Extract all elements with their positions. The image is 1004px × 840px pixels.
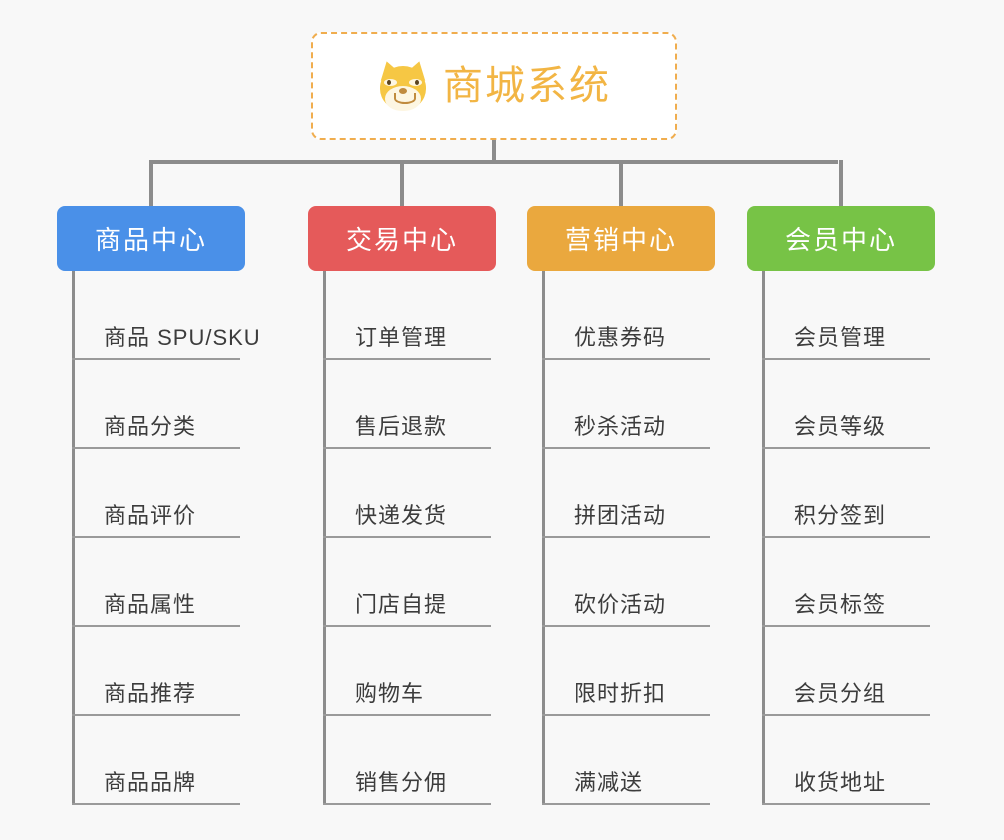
connector-drop-1 <box>149 160 153 208</box>
root-node[interactable]: 商城系统 <box>311 32 677 140</box>
sub-item-label: 拼团活动 <box>574 503 667 528</box>
sub-item-label: 收货地址 <box>794 770 887 795</box>
category-box-4[interactable]: 会员中心 <box>747 206 935 271</box>
sub-item-label: 积分签到 <box>794 503 887 528</box>
column-spine <box>762 271 765 805</box>
sub-item-underline <box>542 358 710 360</box>
sub-item[interactable]: 门店自提 <box>323 538 491 627</box>
sub-item[interactable]: 会员等级 <box>762 360 930 449</box>
category-box-1[interactable]: 商品中心 <box>57 206 245 271</box>
sub-item-label: 会员管理 <box>794 325 887 350</box>
sub-item[interactable]: 限时折扣 <box>542 627 710 716</box>
sub-item[interactable]: 商品属性 <box>72 538 240 627</box>
sub-item-label: 限时折扣 <box>574 681 667 706</box>
sub-item[interactable]: 拼团活动 <box>542 449 710 538</box>
category-box-2[interactable]: 交易中心 <box>308 206 496 271</box>
sub-item-label: 销售分佣 <box>355 770 448 795</box>
sub-item-underline <box>323 714 491 716</box>
sub-item-underline <box>323 447 491 449</box>
sub-item[interactable]: 订单管理 <box>323 271 491 360</box>
sub-item-label: 商品评价 <box>104 503 197 528</box>
sub-item-label: 售后退款 <box>355 414 448 439</box>
sub-item[interactable]: 购物车 <box>323 627 491 716</box>
sub-item[interactable]: 商品推荐 <box>72 627 240 716</box>
sub-item-underline <box>72 536 240 538</box>
column-spine <box>323 271 326 805</box>
sub-item[interactable]: 砍价活动 <box>542 538 710 627</box>
sub-item-underline <box>762 536 930 538</box>
sub-item[interactable]: 积分签到 <box>762 449 930 538</box>
category-label: 商品中心 <box>94 225 207 255</box>
sub-item[interactable]: 商品 SPU/SKU <box>72 271 260 360</box>
connector-horizontal-bus <box>150 160 838 164</box>
sub-item-underline <box>72 447 240 449</box>
sub-item-underline <box>542 447 710 449</box>
connector-drop-2 <box>400 160 404 208</box>
root-title: 商城系统 <box>443 64 611 108</box>
sub-item[interactable]: 会员标签 <box>762 538 930 627</box>
connector-drop-3 <box>619 160 623 208</box>
sub-item[interactable]: 商品评价 <box>72 449 240 538</box>
sub-item-underline <box>323 803 491 805</box>
sub-item-label: 购物车 <box>355 681 425 706</box>
sub-item-label: 商品 SPU/SKU <box>104 325 261 350</box>
sub-item-label: 商品推荐 <box>104 681 197 706</box>
sub-item-underline <box>323 536 491 538</box>
sub-item-label: 会员分组 <box>794 681 887 706</box>
sub-item-underline <box>72 625 240 627</box>
sub-item-label: 商品品牌 <box>104 770 197 795</box>
sub-item-label: 快递发货 <box>355 503 448 528</box>
sub-item-underline <box>323 625 491 627</box>
sub-item-label: 商品属性 <box>104 592 197 617</box>
category-label: 会员中心 <box>784 225 897 255</box>
sub-item-underline <box>762 625 930 627</box>
sub-item-underline <box>542 714 710 716</box>
sub-item-underline <box>762 447 930 449</box>
connector-root-stem <box>492 140 496 162</box>
sub-item-label: 商品分类 <box>104 414 197 439</box>
sub-item[interactable]: 商品分类 <box>72 360 240 449</box>
sub-item-label: 会员标签 <box>794 592 887 617</box>
sub-item-underline <box>72 714 240 716</box>
sub-item[interactable]: 满减送 <box>542 716 710 805</box>
sub-item-underline <box>762 358 930 360</box>
sub-item[interactable]: 售后退款 <box>323 360 491 449</box>
category-label: 营销中心 <box>564 225 677 255</box>
column-spine <box>542 271 545 805</box>
sub-item-underline <box>542 536 710 538</box>
sub-item[interactable]: 商品品牌 <box>72 716 240 805</box>
connector-drop-4 <box>839 160 843 208</box>
sub-item-underline <box>542 803 710 805</box>
sub-item[interactable]: 会员管理 <box>762 271 930 360</box>
sub-item[interactable]: 会员分组 <box>762 627 930 716</box>
sub-item[interactable]: 优惠券码 <box>542 271 710 360</box>
sub-item-label: 满减送 <box>574 770 644 795</box>
column-spine <box>72 271 75 805</box>
category-box-3[interactable]: 营销中心 <box>527 206 715 271</box>
sub-item[interactable]: 收货地址 <box>762 716 930 805</box>
sub-item-label: 会员等级 <box>794 414 887 439</box>
sub-item-label: 订单管理 <box>355 325 448 350</box>
sub-item-underline <box>72 803 240 805</box>
sub-item-underline <box>542 625 710 627</box>
sub-item-underline <box>762 714 930 716</box>
sub-item-underline <box>762 803 930 805</box>
sub-item-label: 门店自提 <box>355 592 448 617</box>
sub-item-label: 砍价活动 <box>574 592 667 617</box>
sub-item[interactable]: 秒杀活动 <box>542 360 710 449</box>
category-label: 交易中心 <box>345 225 458 255</box>
shiba-dog-face-icon <box>376 58 430 111</box>
sub-item[interactable]: 快递发货 <box>323 449 491 538</box>
sub-item-label: 优惠券码 <box>574 325 667 350</box>
sub-item[interactable]: 销售分佣 <box>323 716 491 805</box>
sub-item-underline <box>72 358 240 360</box>
sub-item-underline <box>323 358 491 360</box>
sub-item-label: 秒杀活动 <box>574 414 667 439</box>
